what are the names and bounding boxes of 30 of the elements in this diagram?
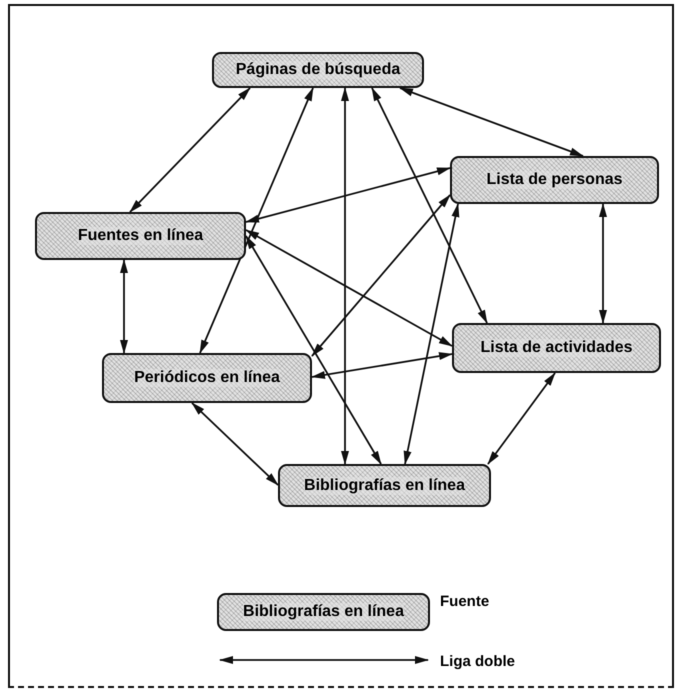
double-arrow [199,87,314,354]
sample-label: Bibliografías en línea [243,603,404,621]
double-arrow [341,87,349,465]
node-label: Periódicos en línea [134,369,280,387]
node-label: Lista de personas [486,171,623,189]
source-box [278,464,491,507]
double-arrow [129,87,251,213]
double-arrow [245,235,382,465]
node-label: Bibliografías en línea [304,476,465,494]
source-box [452,323,661,373]
legend-label: Fuente [440,593,490,610]
source-box [212,52,424,88]
double-arrow [399,87,584,157]
double-arrow [120,259,128,354]
source-box [450,156,659,204]
double-arrow [191,402,279,486]
double-arrow [311,194,451,357]
source-box [102,353,312,403]
node-label: Lista de actividades [480,339,633,357]
double-arrow [599,203,607,324]
node-label: Páginas de búsqueda [236,61,400,79]
double-arrow [311,352,453,379]
node-label: Fuentes en línea [78,227,204,245]
legend-label: Liga doble [440,653,515,670]
double-arrow [245,167,451,223]
double-arrow [487,372,556,465]
source-box [35,212,246,260]
double-arrow [245,229,453,347]
double-arrow [404,203,460,465]
double-arrow [371,87,488,324]
